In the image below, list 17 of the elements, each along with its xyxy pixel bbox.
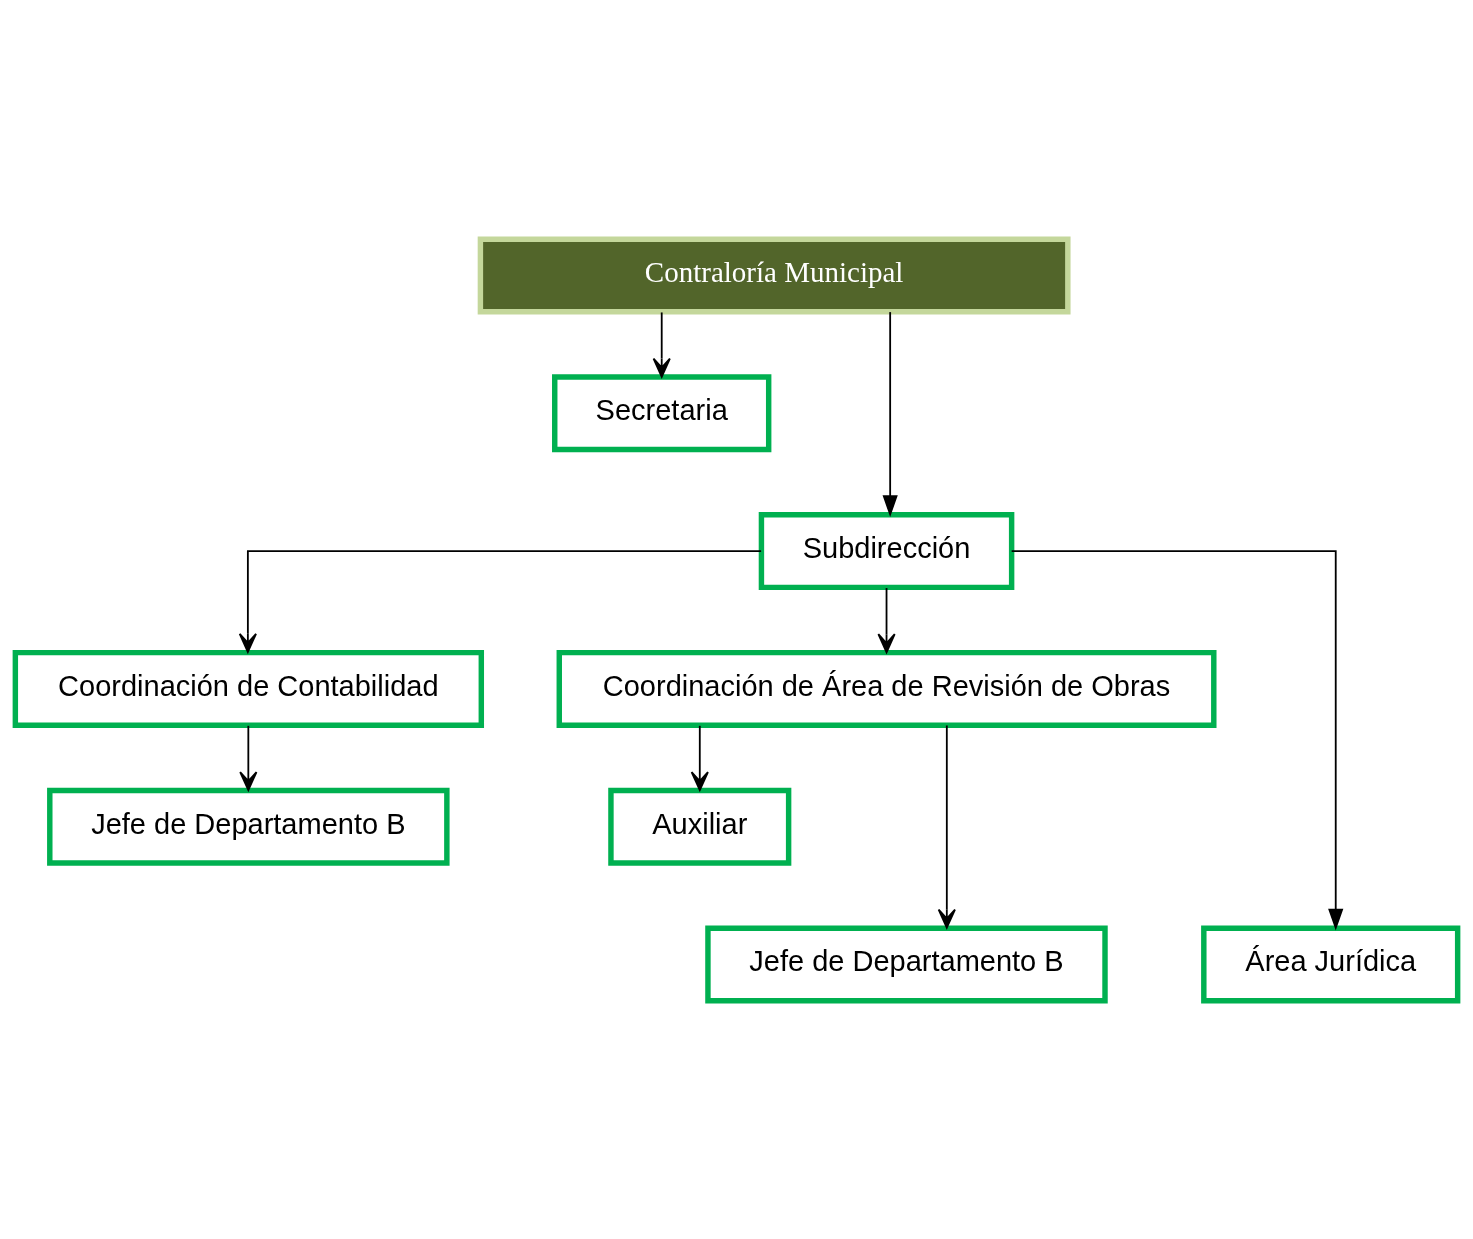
node-box: Área Jurídica <box>1201 925 1461 1003</box>
node-box: Coordinación de Contabilidad <box>12 649 485 728</box>
arrow <box>239 724 258 791</box>
node-box: Jefe de Departamento B <box>47 787 450 866</box>
node-box: Jefe de Departamento B <box>705 925 1108 1003</box>
arrow <box>877 586 896 653</box>
arrow <box>937 724 956 929</box>
arrow <box>652 311 671 378</box>
arrow <box>690 724 709 791</box>
arrow <box>238 549 763 653</box>
arrow <box>1010 549 1344 931</box>
node-box: Coordinación de Área de Revisión de Obras <box>556 649 1217 728</box>
node-box: Contraloría Municipal <box>477 236 1071 314</box>
node-box: Secretaria <box>552 373 772 452</box>
arrow <box>882 310 898 517</box>
node-box: Subdirección <box>758 511 1015 590</box>
node-box: Auxiliar <box>608 787 792 866</box>
